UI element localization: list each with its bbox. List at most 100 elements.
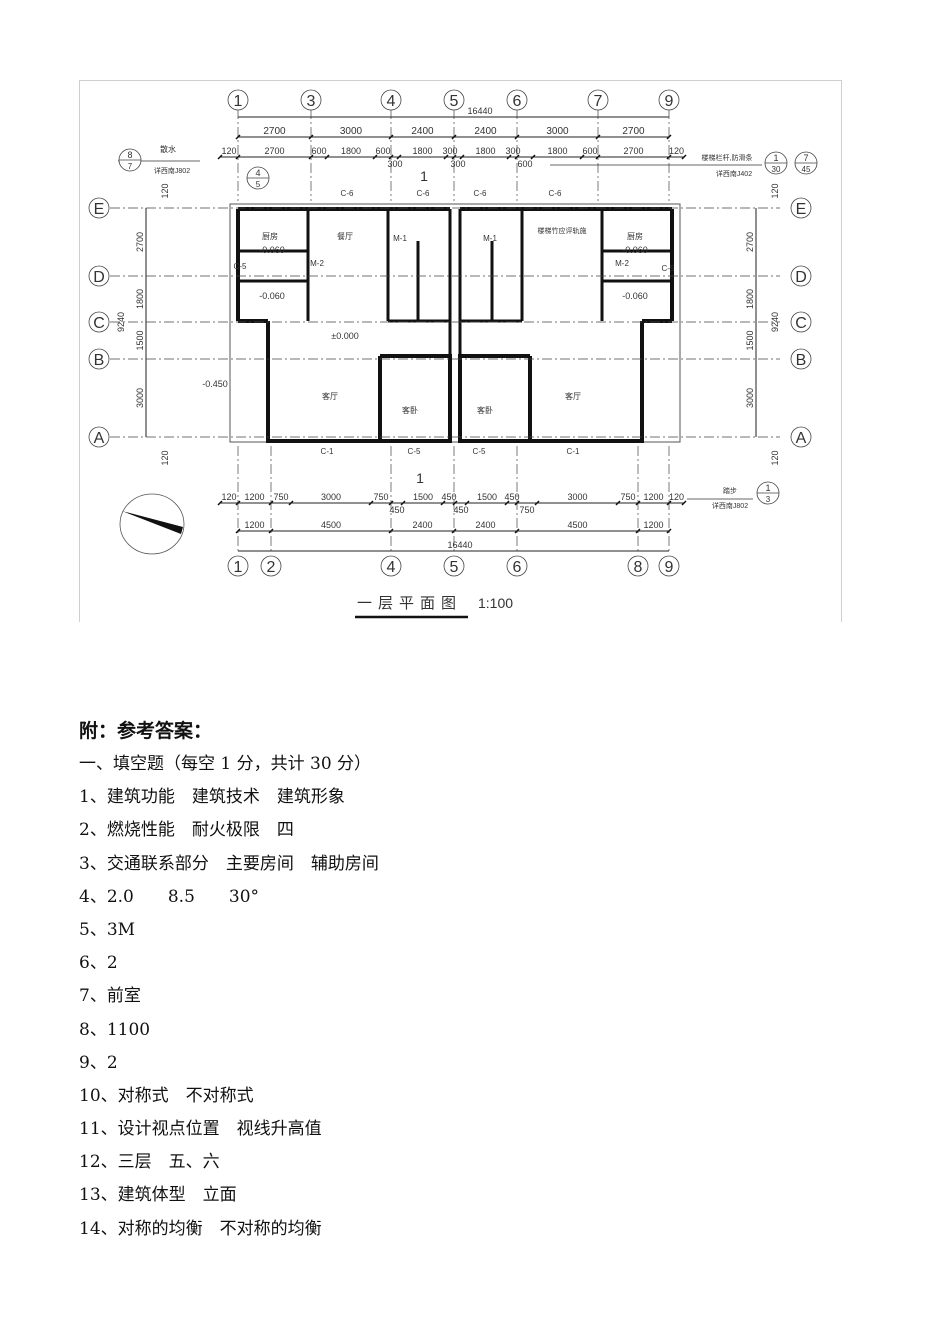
room-label-kitchen: 厨房	[627, 231, 643, 241]
left-interior-walls	[238, 209, 450, 323]
dimension-value: 750	[519, 505, 534, 515]
answer-line: 13、建筑体型 立面	[79, 1185, 237, 1206]
dimension-tick	[666, 134, 672, 140]
window-label: C-6	[474, 189, 487, 198]
dimension-tick	[595, 134, 601, 140]
window-label: C-6	[417, 189, 430, 198]
axis-bubble	[587, 89, 609, 111]
dimension-value: 1500	[745, 330, 755, 350]
dimension-tick	[534, 500, 540, 506]
dimension-tick	[514, 500, 520, 506]
dimension-value: 450	[389, 505, 404, 515]
axis-bubble	[790, 348, 812, 370]
dimension-value: 2400	[474, 126, 497, 137]
dimension-tick	[514, 528, 520, 534]
dimension-tick	[388, 134, 394, 140]
note-stair: 楼梯竹应评轨施	[538, 226, 587, 235]
axis-bubble	[300, 89, 322, 111]
dimension-value: 300	[450, 159, 465, 169]
section-mark: 1	[420, 168, 428, 184]
axis-label: 2	[267, 559, 276, 576]
dimension-value: 600	[517, 159, 532, 169]
elevation-label: -0.060	[622, 245, 648, 255]
axis-bubble	[790, 426, 812, 448]
index-mark-top: 8	[127, 150, 132, 160]
dimension-tick	[635, 528, 641, 534]
north-arrow-circle	[119, 493, 185, 555]
dimension-tick	[451, 528, 457, 534]
window-label: C-6	[549, 189, 562, 198]
dimension-value: 4500	[567, 520, 587, 530]
index-mark-top: 4	[255, 168, 260, 178]
room-label-dining: 餐厅	[337, 232, 353, 241]
dimension-value: 450	[504, 492, 519, 502]
axis-label: C	[93, 315, 105, 332]
door-label: M-2	[310, 259, 324, 268]
dimension-value: 3000	[321, 492, 341, 502]
dimension-tick	[396, 154, 402, 160]
dimension-value: 2700	[264, 146, 284, 156]
dimension-value: 3000	[567, 492, 587, 502]
dimension-tick	[464, 500, 470, 506]
dimension-value: 750	[620, 492, 635, 502]
dimension-tick	[666, 154, 672, 160]
answer-line: 10、对称式 不对称式	[79, 1085, 254, 1106]
dimension-value: 2700	[622, 126, 645, 137]
dimension-value: 1800	[412, 146, 432, 156]
axis-label: 7	[594, 93, 603, 110]
dimension-value: 1200	[244, 520, 264, 530]
window-label: C-5	[473, 447, 486, 456]
answer-line: 14、对称的均衡 不对称的均衡	[79, 1218, 322, 1239]
axis-label: E	[94, 201, 105, 218]
axis-label: E	[796, 201, 807, 218]
dimension-value: 120	[669, 492, 684, 502]
dimension-value: 120	[669, 146, 684, 156]
dimension-value: 2700	[135, 232, 145, 252]
axis-label: C	[795, 315, 807, 332]
total-width-value: 16440	[467, 106, 492, 116]
dimension-tick	[308, 154, 314, 160]
dimension-value: 3000	[135, 388, 145, 408]
drawing-scale: 1:100	[478, 595, 513, 611]
axis-bubble	[380, 555, 402, 577]
window-label: C-1	[321, 447, 334, 456]
axis-label: 3	[307, 93, 316, 110]
dimension-value: 1200	[643, 520, 663, 530]
dimension-tick	[681, 500, 687, 506]
dimension-tick	[635, 500, 641, 506]
dimension-tick	[268, 500, 274, 506]
dimension-value: 1200	[643, 492, 663, 502]
side-edge-value: 120	[770, 183, 780, 198]
dimension-value: 300	[505, 146, 520, 156]
drawing-title: 一层平面图	[357, 595, 462, 612]
answer-line: 7、前室	[79, 986, 141, 1007]
axis-bubble	[506, 555, 528, 577]
dimension-value: 1800	[135, 289, 145, 309]
dimension-value: 1800	[745, 289, 755, 309]
axis-label: 9	[665, 559, 674, 576]
dimension-tick	[443, 154, 449, 160]
dimension-value: 2700	[623, 146, 643, 156]
axis-label: 5	[450, 93, 459, 110]
dimension-tick	[666, 500, 672, 506]
axis-gridlines	[110, 109, 780, 553]
dimension-tick	[235, 154, 241, 160]
dimension-value: 600	[375, 146, 390, 156]
dimension-tick	[368, 500, 374, 506]
note-apron: 散水	[160, 144, 176, 154]
axis-label: 6	[513, 559, 522, 576]
note-stair-rail: 楼梯栏杆,防滑条	[702, 153, 753, 162]
axis-bubble	[227, 555, 249, 577]
axis-label: 1	[234, 559, 243, 576]
axis-label: 6	[513, 93, 522, 110]
answer-line: 3、交通联系部分 主要房间 辅助房间	[79, 853, 379, 874]
axis-bubble	[88, 265, 110, 287]
axis-bubble	[790, 311, 812, 333]
room-label-living: 客厅	[565, 391, 581, 401]
dimension-tick	[440, 500, 446, 506]
index-mark-top: 7	[803, 153, 808, 163]
dimension-tick	[388, 154, 394, 160]
